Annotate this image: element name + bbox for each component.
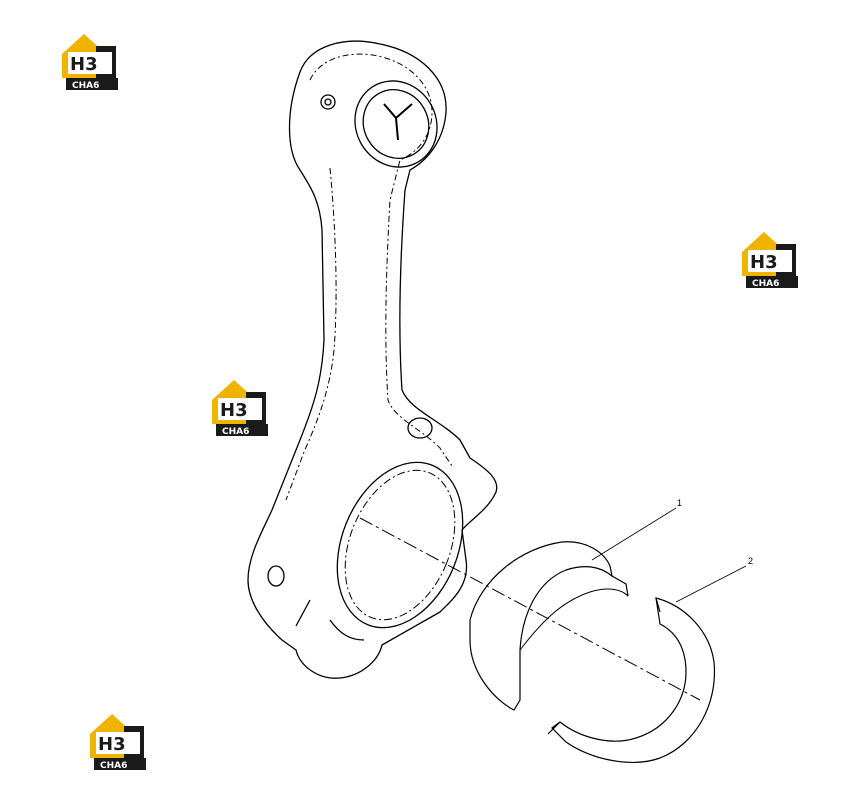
h3-logo-icon: H3 CHA6	[212, 380, 268, 437]
connecting-rod	[247, 40, 701, 701]
callout-1: 1	[677, 498, 682, 508]
watermark-logo: H3 CHA6	[86, 710, 150, 772]
callout-leaders	[591, 507, 747, 603]
svg-text:CHA6: CHA6	[222, 427, 249, 437]
svg-text:H3: H3	[70, 54, 98, 75]
h3-logo-icon: H3 CHA6	[742, 232, 798, 289]
svg-text:CHA6: CHA6	[100, 761, 127, 771]
h3-logo-icon: H3 CHA6	[62, 34, 118, 91]
watermark-logo: H3 CHA6	[738, 228, 802, 290]
h3-logo-icon: H3 CHA6	[90, 714, 146, 771]
watermark-logo: H3 CHA6	[208, 376, 272, 438]
watermark-logo: H3 CHA6	[58, 30, 122, 92]
svg-text:CHA6: CHA6	[752, 279, 779, 289]
bearing-shell-lower	[547, 597, 716, 763]
bearing-shell-upper	[469, 541, 629, 711]
svg-text:H3: H3	[220, 400, 248, 421]
svg-text:H3: H3	[750, 252, 778, 273]
svg-text:H3: H3	[98, 734, 126, 755]
callout-2: 2	[748, 556, 753, 566]
svg-text:CHA6: CHA6	[72, 81, 99, 91]
